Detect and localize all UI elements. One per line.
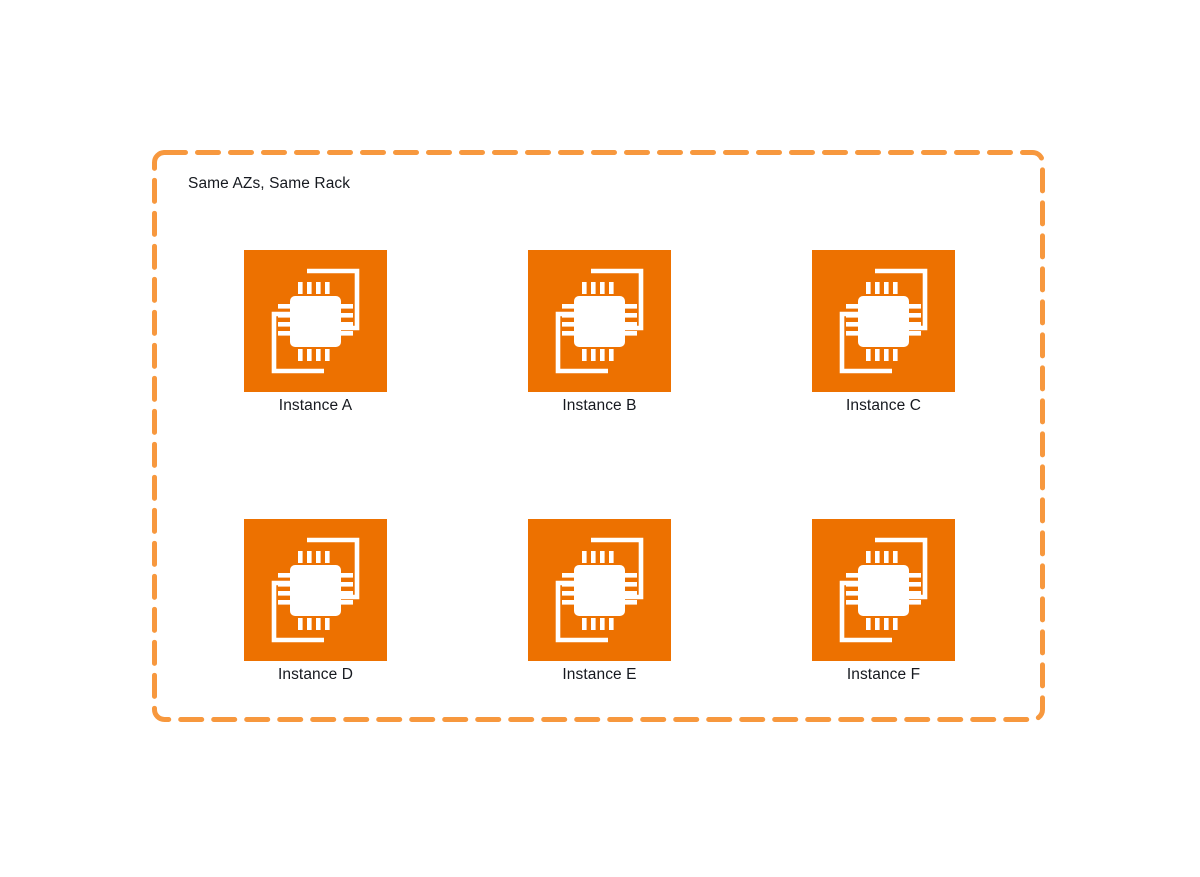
instance-grid: Instance A (244, 250, 957, 682)
group-dashed-border (152, 150, 1045, 722)
ec2-instance-icon[interactable] (244, 250, 387, 392)
instance-cell[interactable]: Instance B (528, 250, 671, 414)
ec2-instance-icon[interactable] (528, 518, 671, 661)
group-container-same-azs-same-rack: Same AZs, Same Rack (152, 150, 1045, 722)
instance-cell[interactable]: Instance A (244, 250, 387, 414)
instance-label: Instance B (562, 397, 637, 414)
ec2-instance-icon[interactable] (812, 250, 955, 392)
instance-row: Instance D (244, 518, 957, 683)
ec2-instance-icon[interactable] (812, 518, 955, 661)
instance-cell[interactable]: Instance D (244, 518, 387, 683)
instance-row: Instance A (244, 250, 957, 414)
instance-cell[interactable]: Instance C (812, 250, 955, 414)
instance-cell[interactable]: Instance F (812, 518, 955, 683)
instance-label: Instance E (562, 665, 637, 683)
instance-label: Instance F (846, 665, 921, 683)
ec2-instance-icon[interactable] (528, 250, 671, 392)
instance-label: Instance A (278, 397, 353, 414)
instance-label: Instance D (277, 665, 354, 683)
instance-label: Instance C (845, 397, 922, 414)
ec2-instance-icon[interactable] (244, 518, 387, 661)
group-title: Same AZs, Same Rack (188, 175, 351, 192)
instance-cell[interactable]: Instance E (528, 518, 671, 683)
